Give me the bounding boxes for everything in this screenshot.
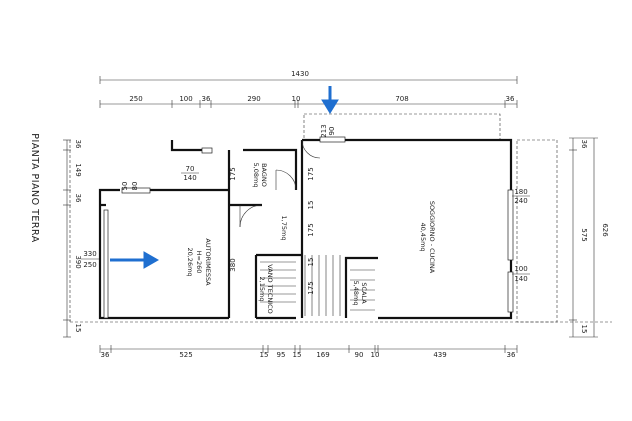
win-dim-3a: 330	[83, 250, 96, 258]
svg-text:VANO TECNICO: VANO TECNICO	[266, 264, 274, 314]
dim-bottom-8: 10	[371, 351, 380, 359]
room-bagno: BAGNO 5,08mq	[252, 163, 268, 188]
win-dim-1b: 140	[183, 174, 196, 182]
dim-bottom-2: 525	[179, 351, 192, 359]
win-dim-2b: 80	[131, 182, 139, 191]
int-dim-3: 15	[307, 201, 315, 210]
dim-left-4: 390	[74, 255, 82, 268]
dim-left-3: 36	[74, 194, 82, 203]
dim-top-7: 36	[506, 95, 515, 103]
room-autorimessa: AUTORIMESSA H=260 20,26mq	[186, 238, 212, 286]
svg-text:H=260: H=260	[195, 251, 203, 274]
walls	[98, 138, 513, 320]
int-dim-1: 175	[229, 167, 237, 180]
door-swing-bagno	[275, 169, 297, 191]
win-dim-2a: 50	[121, 182, 129, 191]
dim-top-2: 100	[179, 95, 192, 103]
dim-bottom-1: 36	[101, 351, 110, 359]
svg-text:5,48mq: 5,48mq	[352, 281, 360, 306]
dim-right-3: 15	[580, 325, 588, 334]
dim-left-1: 36	[74, 140, 82, 149]
dim-right-total: 626	[601, 223, 609, 237]
svg-text:2,15mq: 2,15mq	[258, 277, 266, 302]
int-dim-2: 175	[307, 167, 315, 180]
windows	[103, 136, 514, 319]
dim-top-1: 250	[129, 95, 142, 103]
arrow-right-icon	[110, 251, 160, 269]
dim-top-6: 708	[395, 95, 408, 103]
dim-top-5: 10	[292, 95, 301, 103]
dim-right-2: 575	[580, 228, 588, 241]
dashed-canopy-right	[516, 139, 558, 323]
room-disimpegno: 1,75mq	[280, 216, 288, 241]
dim-right-1: 36	[580, 140, 588, 149]
svg-text:AUTORIMESSA: AUTORIMESSA	[204, 238, 212, 286]
win-dim-5b: 140	[514, 275, 527, 283]
dim-left-2: 149	[74, 163, 82, 176]
dim-top-4: 290	[247, 95, 260, 103]
win-dim-5a: 100	[514, 265, 527, 273]
dim-bottom-7: 90	[355, 351, 364, 359]
room-scala: SCALA 5,48mq	[352, 281, 368, 306]
svg-text:20,26mq: 20,26mq	[186, 247, 194, 276]
win-dim-1a: 70	[186, 165, 195, 173]
svg-text:SCALA: SCALA	[360, 282, 368, 304]
win-dim-4b: 240	[514, 197, 527, 205]
svg-text:5,08mq: 5,08mq	[252, 163, 260, 188]
int-dim-6: 15	[307, 258, 315, 267]
door-dim-b: 213	[320, 124, 328, 137]
door-dim-a: 90	[328, 127, 336, 136]
arrow-down-icon	[321, 86, 339, 114]
svg-text:40,45mq: 40,45mq	[419, 222, 427, 251]
int-dim-5: 380	[229, 258, 237, 271]
win-dim-3b: 250	[83, 261, 96, 269]
door-swing-disimpegno	[239, 204, 263, 228]
int-dim-7: 175	[307, 281, 315, 294]
room-vano-tecnico: VANO TECNICO 2,15mq	[258, 264, 274, 314]
svg-text:BAGNO: BAGNO	[260, 163, 268, 187]
dim-bottom-4: 95	[277, 351, 286, 359]
dim-bottom-3: 15	[260, 351, 269, 359]
dim-bottom-5: 15	[293, 351, 302, 359]
dim-bottom-9: 439	[433, 351, 446, 359]
int-dim-4: 175	[307, 223, 315, 236]
dim-bottom-6: 169	[316, 351, 329, 359]
dim-total: 1430	[291, 70, 309, 78]
win-dim-4a: 180	[514, 188, 527, 196]
dim-top-3: 36	[202, 95, 211, 103]
dim-left-5: 15	[74, 324, 82, 333]
dim-bottom-10: 36	[507, 351, 516, 359]
svg-text:SOGGIORNO - CUCINA: SOGGIORNO - CUCINA	[428, 201, 436, 274]
door-swing-ingresso	[301, 139, 321, 159]
stairs	[260, 255, 375, 316]
plan-title: PIANTA PIANO TERRA	[29, 133, 40, 242]
room-soggiorno: SOGGIORNO - CUCINA 40,45mq	[419, 201, 436, 274]
